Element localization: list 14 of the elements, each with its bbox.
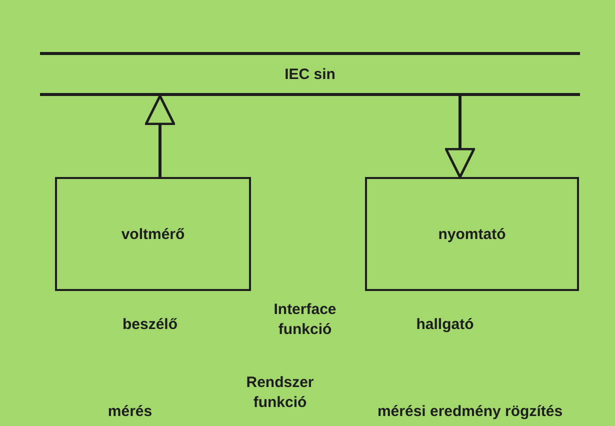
arrow [444, 96, 476, 178]
node-label: nyomtató [438, 226, 506, 242]
bus-band [40, 52, 580, 96]
node-label: voltmérő [121, 226, 185, 242]
layer-label: Interface funkció [272, 300, 338, 340]
device-box [55, 177, 251, 291]
device-box [365, 177, 579, 291]
node-label: IEC sin [284, 66, 336, 82]
role-label: beszélő [121, 315, 179, 335]
role-label: hallgató [415, 315, 475, 335]
arrow [144, 94, 176, 177]
function-label: mérés [106, 402, 154, 422]
function-label: mérési eredmény rögzítés [376, 402, 564, 422]
layer-label: Rendszer funkció [245, 373, 315, 413]
